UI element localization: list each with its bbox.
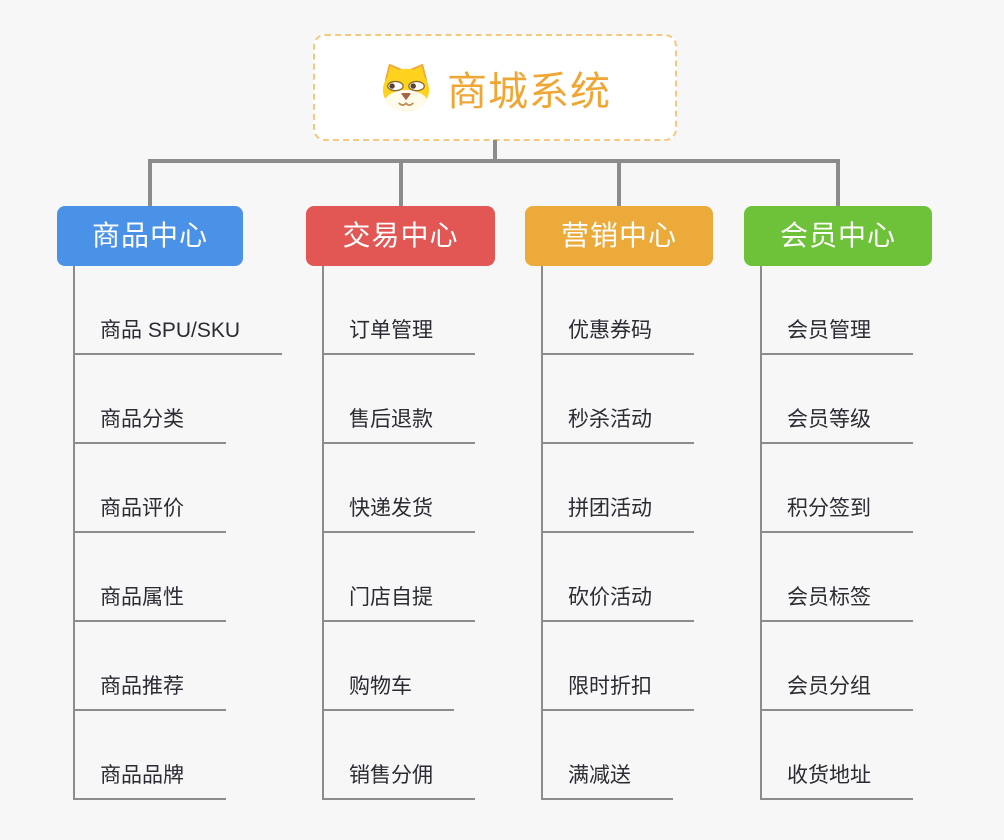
branch-item[interactable]: 会员标签 bbox=[760, 533, 913, 622]
branch-item[interactable]: 门店自提 bbox=[322, 533, 475, 622]
connector-branch-vline bbox=[73, 266, 75, 800]
branch-item[interactable]: 秒杀活动 bbox=[541, 355, 694, 444]
connector-branch-stem bbox=[617, 159, 621, 206]
branch-item[interactable]: 商品推荐 bbox=[73, 622, 226, 711]
branch-item[interactable]: 会员分组 bbox=[760, 622, 913, 711]
branch-item[interactable]: 砍价活动 bbox=[541, 533, 694, 622]
connector-horizontal-line bbox=[148, 159, 840, 163]
branch-item[interactable]: 积分签到 bbox=[760, 444, 913, 533]
branch-item[interactable]: 快递发货 bbox=[322, 444, 475, 533]
dog-face-icon bbox=[379, 63, 433, 113]
branch-header[interactable]: 会员中心 bbox=[744, 206, 932, 266]
branch-item[interactable]: 满减送 bbox=[541, 711, 673, 800]
branch-item-list: 优惠券码秒杀活动拼团活动砍价活动限时折扣满减送 bbox=[541, 266, 775, 800]
branch-item[interactable]: 售后退款 bbox=[322, 355, 475, 444]
branch-item[interactable]: 商品品牌 bbox=[73, 711, 226, 800]
root-title: 商城系统 bbox=[447, 69, 611, 114]
branch-item[interactable]: 会员管理 bbox=[760, 266, 913, 355]
branch-header[interactable]: 商品中心 bbox=[57, 206, 243, 266]
branch-header[interactable]: 营销中心 bbox=[525, 206, 713, 266]
branch-item-list: 订单管理售后退款快递发货门店自提购物车销售分佣 bbox=[322, 266, 556, 800]
root-node[interactable]: 商城系统 bbox=[313, 34, 677, 141]
connector-branch-stem bbox=[148, 159, 152, 206]
branch-item[interactable]: 商品 SPU/SKU bbox=[73, 266, 283, 355]
branch-item[interactable]: 收货地址 bbox=[760, 711, 913, 800]
branch-item-list: 会员管理会员等级积分签到会员标签会员分组收货地址 bbox=[760, 266, 994, 800]
branch-item[interactable]: 订单管理 bbox=[322, 266, 475, 355]
connector-branch-stem bbox=[836, 159, 840, 206]
branch-4: 会员中心会员管理会员等级积分签到会员标签会员分组收货地址 bbox=[744, 159, 994, 800]
branch-3: 营销中心优惠券码秒杀活动拼团活动砍价活动限时折扣满减送 bbox=[525, 159, 775, 800]
branch-item[interactable]: 商品分类 bbox=[73, 355, 226, 444]
connector-branch-vline bbox=[760, 266, 762, 800]
branch-item[interactable]: 销售分佣 bbox=[322, 711, 475, 800]
branch-header[interactable]: 交易中心 bbox=[306, 206, 495, 266]
branch-item[interactable]: 拼团活动 bbox=[541, 444, 694, 533]
branch-item[interactable]: 限时折扣 bbox=[541, 622, 694, 711]
connector-branch-vline bbox=[541, 266, 543, 800]
branch-item[interactable]: 商品属性 bbox=[73, 533, 226, 622]
branch-item[interactable]: 商品评价 bbox=[73, 444, 226, 533]
branch-item[interactable]: 会员等级 bbox=[760, 355, 913, 444]
branch-item[interactable]: 优惠券码 bbox=[541, 266, 694, 355]
connector-branch-stem bbox=[398, 159, 403, 206]
branch-item[interactable]: 购物车 bbox=[322, 622, 454, 711]
branch-2: 交易中心订单管理售后退款快递发货门店自提购物车销售分佣 bbox=[306, 159, 556, 800]
connector-branch-vline bbox=[322, 266, 324, 800]
connector-root-stem bbox=[493, 140, 497, 159]
